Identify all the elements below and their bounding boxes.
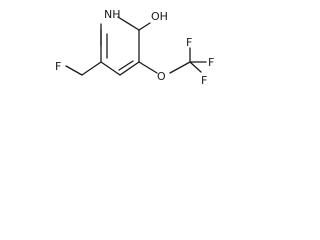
bond-ch2-f [65, 65, 83, 76]
atom-label-ring-o: O [157, 70, 166, 83]
bond-cf3-f-bottom [189, 61, 202, 73]
bond-c5-c4-inner [118, 60, 134, 71]
atom-label-oh: OH [151, 10, 168, 23]
bond-c4-c3 [100, 61, 121, 76]
bond-c4-o [138, 61, 158, 74]
atom-label-f-left: F [55, 60, 61, 73]
bond-c6-oh [138, 22, 151, 31]
bond-c5-c4 [119, 61, 140, 76]
chemical-structure: NH OH O F F F F [55, 8, 214, 87]
bond-c3-ch2 [81, 61, 102, 76]
atom-label-f-top: F [186, 36, 192, 49]
bond-n1-c6 [117, 16, 140, 31]
atom-label-f-bottom: F [201, 74, 207, 87]
atom-label-f-right: F [208, 56, 214, 69]
bond-o-cf3 [169, 61, 191, 74]
atom-label-nh: NH [104, 8, 121, 21]
